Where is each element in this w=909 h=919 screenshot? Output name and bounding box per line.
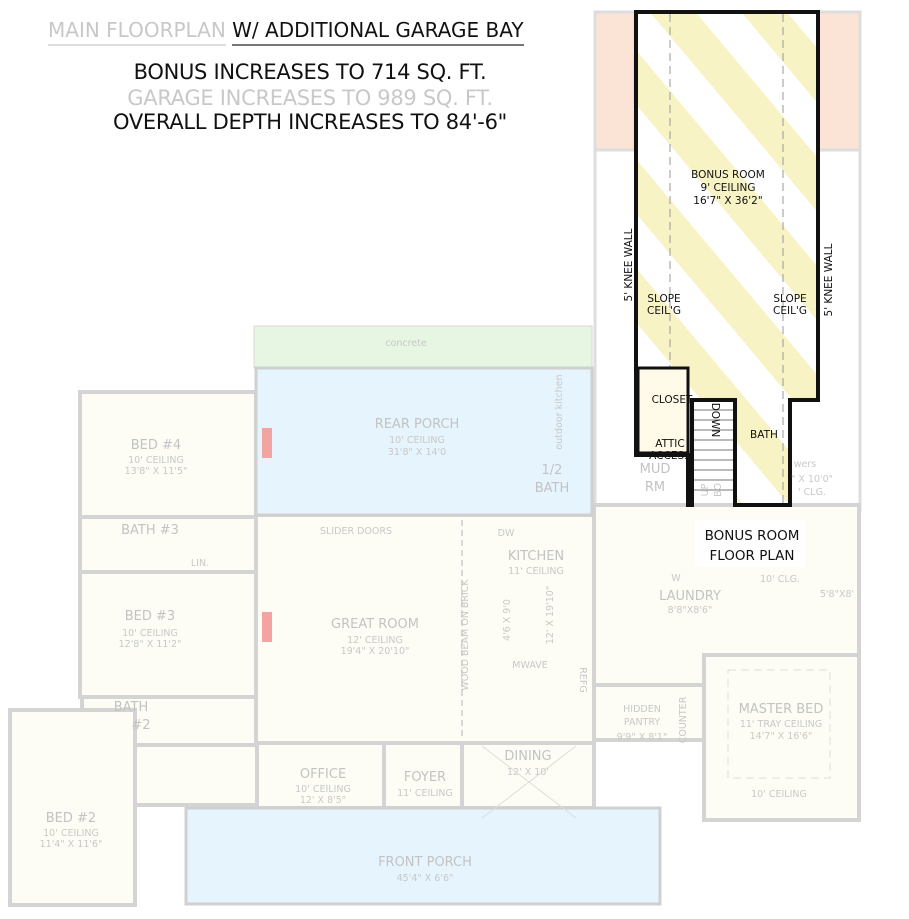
bed2-size: 11'4" X 11'6" <box>40 839 103 850</box>
concrete-label: concrete <box>385 338 427 349</box>
rear-porch-size: 31'8" X 14'0 <box>388 447 446 458</box>
attic-label-1: ATTIC <box>655 438 684 450</box>
master-bath-label-a: wers <box>794 459 817 470</box>
closet <box>636 366 690 455</box>
foyer-label: FOYER <box>404 770 446 785</box>
front-porch-label: FRONT PORCH <box>378 855 472 870</box>
shower-size: 5'8"X8' <box>820 589 854 600</box>
bonus-size: 16'7" X 36'2" <box>693 195 762 207</box>
garage-left <box>593 10 637 152</box>
front-porch-area <box>184 806 662 906</box>
garage-right <box>816 10 862 152</box>
bath2-label-2: #2 <box>131 718 150 733</box>
title-faded: MAIN FLOORPLAN <box>48 18 226 46</box>
half-bath-label-1: 1/2 <box>542 463 563 478</box>
bonus-plan-label-2: FLOOR PLAN <box>709 548 794 564</box>
pantry-size: 9'9" X 8'1" <box>617 732 668 743</box>
plan-title: MAIN FLOORPLAN W/ ADDITIONAL GARAGE BAY <box>48 18 524 46</box>
island-size: 4'6 X 9'0 <box>502 599 513 641</box>
half-bath-label-2: BATH <box>535 481 570 496</box>
wood-beam-label: WOOD BEAM ON BRICK <box>460 579 471 691</box>
bonus-ceiling: 9' CEILING <box>701 182 756 194</box>
kitchen-label: KITCHEN <box>508 549 564 564</box>
master-bath-label-c: ' CLG. <box>798 487 826 498</box>
master-tray <box>727 669 831 779</box>
closet-label: CLOSET <box>652 394 693 406</box>
bonus-sqft-note: BONUS INCREASES TO 714 SQ. FT. <box>133 60 487 84</box>
bed3-size: 12'8" X 11'2" <box>119 639 182 650</box>
dining-size: 12' X 10' <box>507 767 549 778</box>
bath3-label: BATH #3 <box>121 523 179 538</box>
front-porch-size: 45'4" X 6'6" <box>397 873 454 884</box>
dining-label: DINING <box>504 749 551 764</box>
ceilg-right: CEIL'G <box>773 305 807 317</box>
kitchen-ceiling: 11' CEILING <box>508 566 564 577</box>
bed2-ceiling: 10' CEILING <box>43 828 99 839</box>
rear-porch-label: REAR PORCH <box>375 417 460 432</box>
office-size: 12' X 8'5" <box>300 795 346 806</box>
bed3-ceiling: 10' CEILING <box>122 628 178 639</box>
slider-doors-label: SLIDER DOORS <box>320 526 392 537</box>
bed4-label: BED #4 <box>131 438 181 453</box>
bed4-size: 13'8" X 11'5" <box>125 466 188 477</box>
microwave-label: MWAVE <box>512 660 547 671</box>
master-bath-label-b: " X 10'0" <box>791 474 833 485</box>
bed3-label: BED #3 <box>125 609 175 624</box>
stairs-down-label: DOWN <box>709 403 721 438</box>
bed4-ceiling: 10' CEILING <box>128 455 184 466</box>
foyer-ceiling: 11' CEILING <box>397 788 453 799</box>
slope-left: SLOPE <box>647 293 680 305</box>
mud-room-label-2: RM <box>645 480 665 495</box>
master-bed-ceiling-2: 10' CEILING <box>751 789 807 800</box>
bonus-bath-label: BATH <box>750 429 778 441</box>
great-room-label: GREAT ROOM <box>331 617 419 632</box>
rear-porch-area <box>254 366 594 517</box>
great-room-ceiling: 12' CEILING <box>347 635 403 646</box>
title-main: W/ ADDITIONAL GARAGE BAY <box>232 18 524 46</box>
master-bed-size: 14'7" X 16'6" <box>750 731 813 742</box>
stairs <box>694 409 733 491</box>
great-room-size: 19'4" X 20'10" <box>341 646 410 657</box>
knee-wall-left: 5' KNEE WALL <box>623 228 635 301</box>
stairs-up-label: UP <box>700 483 711 496</box>
bed2-label: BED #2 <box>46 811 96 826</box>
stairs-bonus-label: BO <box>713 483 724 497</box>
bath2-label-1: BATH <box>114 700 149 715</box>
laundry-label: LAUNDRY <box>659 589 721 604</box>
garage-sqft-note: GARAGE INCREASES TO 989 SQ. FT. <box>127 86 493 110</box>
washer-label: W <box>671 573 681 584</box>
dishwasher-label: DW <box>498 528 515 539</box>
office-ceiling: 10' CEILING <box>295 784 351 795</box>
outdoor-kitchen-label: outdoor kitchen <box>554 374 565 449</box>
refrigerator-label: REFG <box>577 667 588 692</box>
master-bath-ceiling: 10' CLG. <box>760 574 800 585</box>
bonus-room-label: BONUS ROOM <box>691 169 765 181</box>
slope-right: SLOPE <box>773 293 806 305</box>
counter-label: COUNTER <box>678 696 689 743</box>
laundry-size: 8'8"X8'6" <box>668 605 713 616</box>
rear-porch-ceiling: 10' CEILING <box>389 435 445 446</box>
depth-note: OVERALL DEPTH INCREASES TO 84'-6" <box>113 110 507 134</box>
concrete-area <box>253 325 593 369</box>
kitchen-size: 12' X 19'10" <box>545 586 556 644</box>
pantry-label-1: HIDDEN <box>623 704 661 715</box>
pantry-label-2: PANTRY <box>624 717 661 728</box>
knee-wall-right: 5' KNEE WALL <box>823 243 835 316</box>
office-label: OFFICE <box>300 767 346 782</box>
mud-room-label-1: MUD <box>640 462 671 477</box>
fireplace-rear <box>262 428 272 458</box>
linen-label: LIN. <box>191 558 209 569</box>
attic-label-2: ACCESS <box>649 450 691 462</box>
fireplace-great <box>262 612 272 642</box>
bonus-plan-label-1: BONUS ROOM <box>705 528 800 544</box>
ceilg-left: CEIL'G <box>647 305 681 317</box>
master-bed-label: MASTER BED <box>739 702 824 717</box>
master-bed-ceiling: 11' TRAY CEILING <box>740 719 822 730</box>
